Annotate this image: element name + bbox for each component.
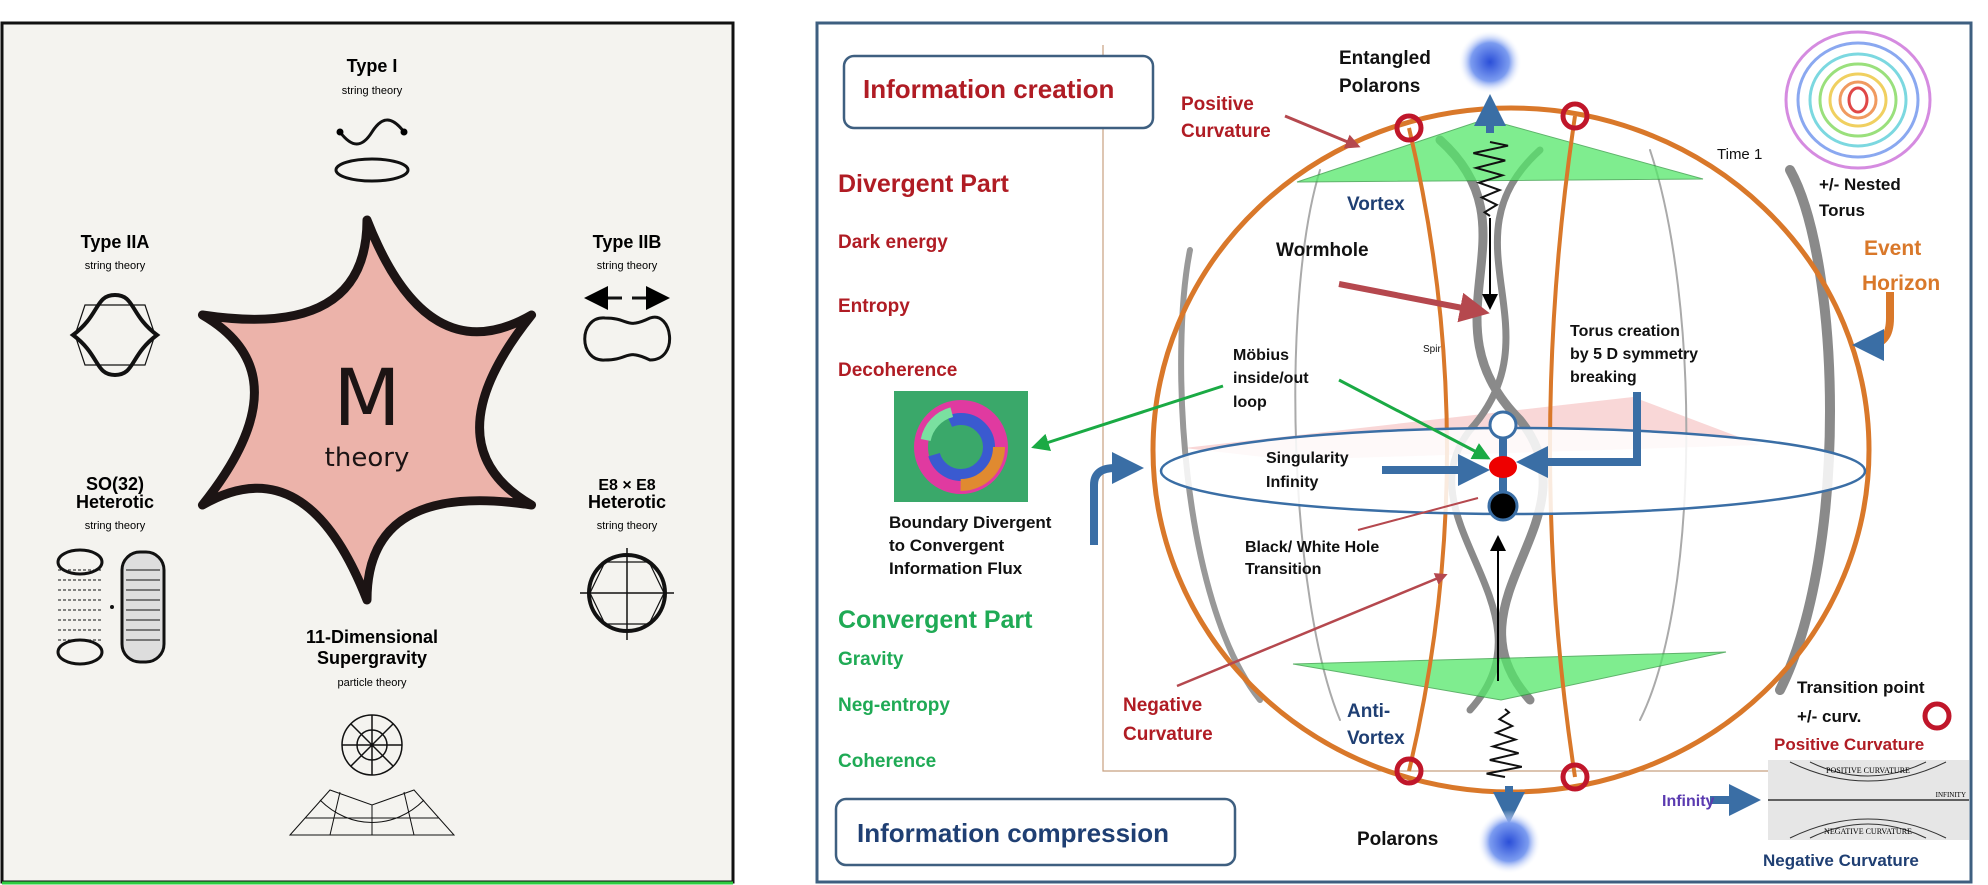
closed-string-icon	[334, 157, 410, 183]
entangled-label: Entangled	[1339, 48, 1431, 69]
e8-title: E8 × E8	[598, 477, 655, 494]
mobius-arrow-left	[1031, 384, 1224, 451]
type1-title: Type I	[347, 56, 398, 76]
black-white-hole-label: Black/ White Hole	[1245, 539, 1379, 556]
negative-curvature-label: Curvature	[1123, 724, 1213, 745]
anti-vortex-label: Vortex	[1347, 728, 1405, 749]
mobius-label: loop	[1233, 394, 1267, 411]
mobius-loop-image	[894, 391, 1028, 502]
type2a-string-icon	[69, 292, 161, 378]
theory-label: theory	[325, 443, 410, 473]
boundary-line: Information Flux	[889, 559, 1023, 578]
top-green-plane	[1296, 118, 1704, 183]
transition-point-label: +/- curv.	[1797, 707, 1861, 726]
black-white-hole-label: Transition	[1245, 561, 1321, 578]
negative-curvature-label: Negative	[1123, 695, 1202, 716]
singularity-label: Infinity	[1266, 474, 1319, 491]
type2b-title: Type IIB	[593, 232, 662, 252]
white-hole-dot	[1488, 410, 1518, 440]
event-horizon-label: Horizon	[1862, 272, 1940, 295]
so32-heterotic: Heterotic	[76, 492, 154, 512]
convergent-item: Gravity	[838, 649, 904, 670]
boundary-line: Boundary Divergent	[889, 513, 1052, 532]
transition-point-label: Transition point	[1797, 678, 1925, 697]
vortex-label: Vortex	[1347, 194, 1405, 215]
curvature-diagram-image: POSITIVE CURVATURE INFINITY NEGATIVE CUR…	[1768, 760, 1969, 840]
so32-title: SO(32)	[86, 474, 144, 494]
torus-creation-label: breaking	[1570, 369, 1637, 386]
nested-torus-label: +/- Nested	[1819, 175, 1901, 194]
anti-vortex-label: Anti-	[1347, 701, 1390, 722]
so32-sub: string theory	[85, 520, 146, 532]
black-hole-dot	[1487, 490, 1519, 522]
sugra-title2: Supergravity	[317, 648, 427, 668]
type2a-sub: string theory	[85, 260, 146, 272]
curv-diagram-infinity: INFINITY	[1936, 791, 1966, 799]
type2a-title: Type IIA	[81, 232, 150, 252]
transition-rings	[1394, 101, 1590, 792]
information-compression-label: Information compression	[857, 818, 1169, 848]
e8-sub: string theory	[597, 520, 658, 532]
wormhole-label: Wormhole	[1276, 240, 1369, 261]
m-theory-star	[197, 215, 537, 605]
mobius-label: inside/out	[1233, 370, 1309, 387]
legend-negative-curvature: Negative Curvature	[1763, 851, 1919, 870]
boundary-line: to Convergent	[889, 536, 1005, 555]
event-horizon-label: Event	[1864, 237, 1921, 260]
convergent-title: Convergent Part	[838, 606, 1033, 634]
type2b-string-icon	[583, 286, 672, 362]
anti-vortex-spring-icon	[1486, 708, 1523, 778]
torus-creation-label: by 5 D symmetry	[1570, 346, 1698, 363]
open-string-icon	[336, 118, 408, 146]
divergent-title: Divergent Part	[838, 170, 1010, 198]
infinity-label: Infinity	[1662, 793, 1715, 810]
heterotic-coils-icon	[56, 548, 166, 666]
type1-sub: string theory	[342, 85, 403, 97]
convergent-item: Coherence	[838, 751, 936, 772]
bottom-green-plane	[1292, 651, 1727, 701]
entangled-polaron-icon	[1458, 30, 1522, 94]
information-creation-label: Information creation	[863, 74, 1114, 104]
divergent-item: Decoherence	[838, 360, 957, 381]
singularity-dot	[1489, 456, 1517, 478]
type2b-sub: string theory	[597, 260, 658, 272]
divergent-item: Dark energy	[838, 232, 948, 253]
polarons-bottom-label: Polarons	[1357, 829, 1438, 850]
spin-label: Spir	[1423, 344, 1441, 355]
sugra-sub: particle theory	[337, 677, 407, 689]
information-cosmology-panel: POSITIVE CURVATURE INFINITY NEGATIVE CUR…	[815, 21, 1973, 884]
m-theory-panel: M theory Type I string theory Type IIA s…	[0, 21, 735, 885]
transition-ring-legend-icon	[1922, 701, 1952, 731]
time1-label: Time 1	[1717, 146, 1762, 163]
vortex-spring-icon	[1472, 141, 1509, 217]
e8-circle-icon	[580, 548, 674, 640]
positive-curvature-label: Curvature	[1181, 121, 1271, 142]
singularity-label: Singularity	[1266, 450, 1349, 467]
polarons-top-label: Polarons	[1339, 76, 1420, 97]
red-pointer-arrows	[1176, 114, 1490, 688]
nested-torus-icon	[1784, 30, 1932, 170]
legend-positive-curvature: Positive Curvature	[1774, 735, 1924, 754]
information-compression-box	[834, 797, 1237, 867]
information-creation-box	[842, 54, 1155, 130]
blue-arrows	[1090, 94, 1894, 824]
supergravity-web-icon	[288, 714, 456, 836]
polaron-icon	[1477, 810, 1541, 874]
curv-diagram-positive: POSITIVE CURVATURE	[1826, 766, 1910, 775]
boundary-label: Boundary Divergent to Convergent Informa…	[889, 513, 1052, 578]
sugra-title1: 11-Dimensional	[306, 627, 438, 647]
torus-creation-label: Torus creation	[1570, 323, 1680, 340]
mobius-arrow-center	[1338, 378, 1491, 460]
e8-heterotic: Heterotic	[588, 492, 666, 512]
nested-torus-label: Torus	[1819, 201, 1865, 220]
convergent-item: Neg-entropy	[838, 695, 950, 716]
curv-diagram-negative: NEGATIVE CURVATURE	[1824, 827, 1912, 836]
positive-curvature-label: Positive	[1181, 94, 1254, 115]
mobius-label: Möbius	[1233, 347, 1289, 364]
m-letter: M	[333, 354, 400, 444]
divergent-item: Entropy	[838, 296, 910, 317]
